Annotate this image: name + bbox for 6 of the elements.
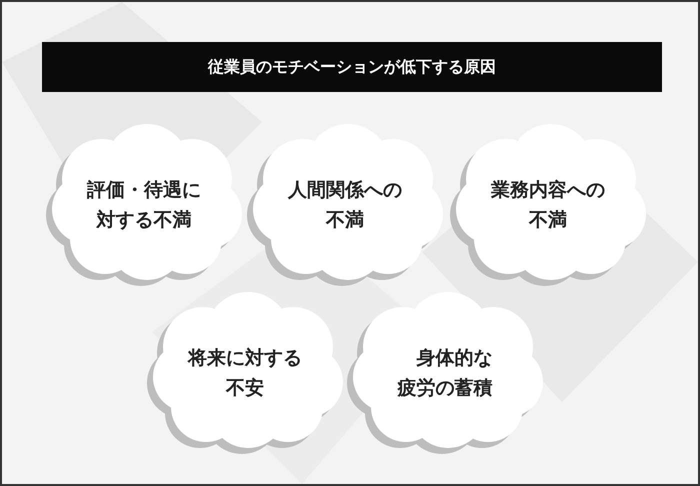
cloud-text: 評価・待遇に対する不満 [86, 178, 202, 233]
title-banner: 従業員のモチベーションが低下する原因 [42, 42, 662, 92]
cloud-text: 人間関係への不満 [287, 178, 403, 233]
cloud-text: 将来に対する不安 [187, 346, 303, 401]
cloud-text: 身体的な疲労の蓄積 [396, 346, 494, 401]
cloud-text: 業務内容への不満 [490, 178, 606, 233]
